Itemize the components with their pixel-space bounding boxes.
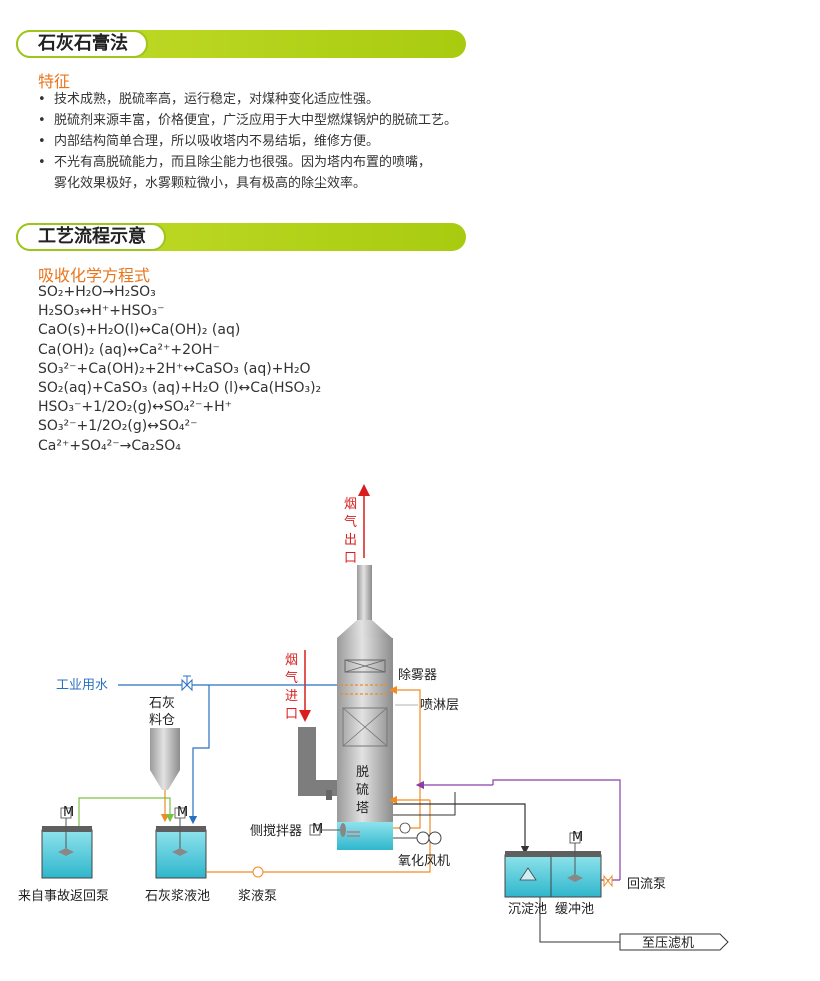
bleed-line bbox=[393, 803, 530, 855]
equations-subtitle: 吸收化学方程式 bbox=[38, 266, 151, 285]
lime-silo bbox=[150, 728, 180, 770]
flue-outlet-label: 烟 气 出 口 bbox=[344, 497, 361, 566]
svg-text:M: M bbox=[312, 822, 323, 837]
equation: SO₂(aq)+CaSO₃ (aq)+H₂O (l)↔Ca(HSO₃)₂ bbox=[38, 380, 322, 397]
svg-text:M: M bbox=[63, 805, 74, 820]
equation: H₂SO₃↔H⁺+HSO₃⁻ bbox=[38, 303, 165, 320]
features-list: 技术成熟，脱硫率高，运行稳定，对煤种变化适应性强。 脱硫剂来源丰富，价格便宜，广… bbox=[38, 89, 457, 194]
tower-label: 脱 硫 塔 bbox=[356, 765, 373, 816]
oxidation-fan-icon bbox=[416, 831, 430, 845]
list-item: 不光有高脱硫能力，而且除尘能力也很强。因为塔内布置的喷嘴， bbox=[38, 152, 457, 173]
equation: Ca(OH)₂ (aq)↔Ca²⁺+2OH⁻ bbox=[38, 341, 220, 358]
oxidation-fan-label: 氧化风机 bbox=[398, 854, 450, 869]
slurry-pump-icon bbox=[252, 866, 264, 878]
lime-silo-label: 石灰 料仓 bbox=[149, 696, 179, 728]
industrial-water-label: 工业用水 bbox=[56, 678, 108, 693]
section-title-1: 石灰石膏法 bbox=[16, 30, 148, 58]
filter-press-line bbox=[539, 897, 620, 943]
equation: SO₃²⁻+1/2O₂(g)↔SO₄²⁻ bbox=[38, 418, 198, 435]
side-agitator-label: 侧搅拌器 bbox=[250, 823, 302, 839]
tower-liquid bbox=[337, 822, 393, 850]
process-flow-diagram: 烟 气 出 口 脱 硫 塔 烟 气 进 口 工业用水 石灰 料仓 bbox=[18, 484, 729, 951]
equation: Ca²⁺+SO₄²⁻→Ca₂SO₄ bbox=[38, 437, 181, 454]
absorber-tower bbox=[337, 638, 393, 824]
equation: SO₃²⁻+Ca(OH)₂+2H⁺↔CaSO₃ (aq)+H₂O bbox=[38, 360, 311, 377]
packing bbox=[342, 707, 388, 747]
to-filter-press-box bbox=[619, 933, 729, 951]
tower-cone bbox=[337, 620, 392, 638]
equations-list: SO₂+H₂O→H₂SO₃ H₂SO₃↔H⁺+HSO₃⁻ CaO(s)+H₂O(… bbox=[38, 283, 321, 456]
settling-tank-label: 沉淀池 bbox=[508, 902, 547, 917]
equation: SO₂+H₂O→H₂SO₃ bbox=[38, 284, 156, 300]
accident-return-line bbox=[78, 797, 175, 826]
list-item-continuation: 雾化效果极好，水雾颗粒微小，具有极高的除尘效率。 bbox=[54, 176, 367, 191]
return-pump-icon bbox=[603, 874, 613, 888]
slurry-pump-label: 浆液泵 bbox=[238, 889, 277, 904]
svg-text:M: M bbox=[572, 830, 583, 845]
return-pump-label: 回流泵 bbox=[627, 877, 666, 892]
water-branch bbox=[188, 685, 210, 825]
svg-text:M: M bbox=[177, 805, 188, 820]
list-item: 内部结构简单合理，所以吸收塔内不易结垢，维修方便。 bbox=[38, 131, 457, 152]
section-header-2: 工艺流程示意 bbox=[16, 223, 466, 251]
buffer-tank-label: 缓冲池 bbox=[555, 902, 594, 917]
demister bbox=[344, 659, 386, 673]
section-title-2: 工艺流程示意 bbox=[16, 223, 166, 251]
chimney bbox=[357, 565, 372, 620]
accident-tank-label: 来自事故返回泵 bbox=[18, 889, 109, 904]
equation: CaO(s)+H₂O(l)↔Ca(OH)₂ (aq) bbox=[38, 322, 241, 339]
section-header-1: 石灰石膏法 bbox=[16, 30, 466, 58]
inlet-duct bbox=[298, 727, 337, 796]
features-subtitle: 特征 bbox=[38, 72, 71, 91]
flue-inlet-label: 烟 气 进 口 bbox=[285, 653, 302, 722]
spray-layer-label: 喷淋层 bbox=[420, 698, 459, 713]
demister-label: 除雾器 bbox=[398, 668, 437, 683]
list-item: 技术成熟，脱硫率高，运行稳定，对煤种变化适应性强。 bbox=[38, 89, 457, 110]
return-line bbox=[492, 779, 621, 880]
lime-slurry-tank-label: 石灰浆液池 bbox=[145, 889, 210, 904]
to-filter-press-label: 至压滤机 bbox=[642, 936, 694, 951]
spray-recirculation-line bbox=[388, 685, 421, 829]
list-item: 脱硫剂来源丰富，价格便宜，广泛应用于大中型燃煤锅炉的脱硫工艺。 bbox=[38, 110, 457, 131]
equation: HSO₃⁻+1/2O₂(g)↔SO₄²⁻+H⁺ bbox=[38, 399, 233, 416]
